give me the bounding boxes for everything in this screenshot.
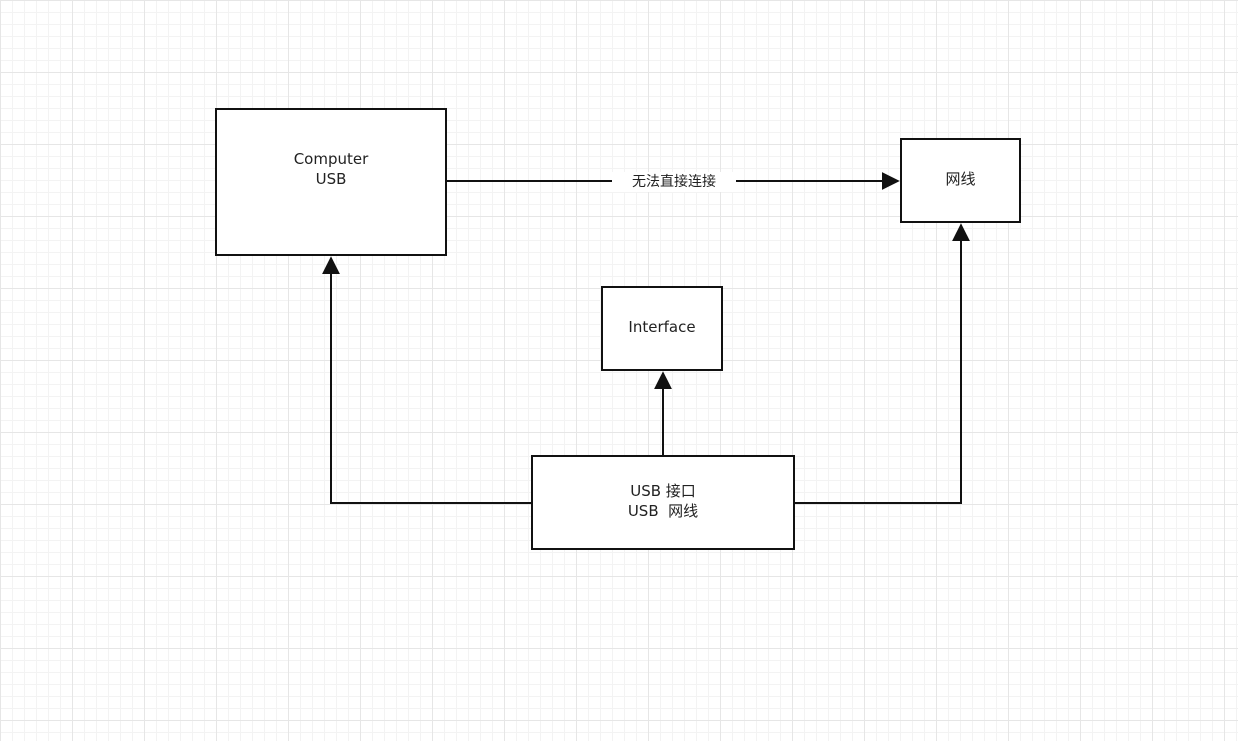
usb-adapter-node[interactable]: USB 接口 USB 网线: [531, 455, 795, 550]
edge-adapter-to-network-cable: [795, 223, 970, 504]
usb-adapter-node-title: USB 接口: [630, 481, 696, 500]
usb-adapter-node-subtitle: USB 网线: [627, 501, 699, 520]
interface-node[interactable]: Interface: [601, 286, 723, 371]
computer-node-subtitle: USB: [315, 170, 347, 188]
computer-node-title: Computer: [293, 150, 369, 168]
network-cable-node[interactable]: 网线: [900, 138, 1021, 223]
edge-label-no-direct-connection: 无法直接连接: [612, 172, 736, 192]
interface-node-label: Interface: [628, 317, 696, 336]
computer-node[interactable]: Computer USB: [215, 108, 447, 256]
network-cable-node-label: 网线: [945, 169, 976, 188]
edge-adapter-to-computer: [322, 256, 531, 504]
